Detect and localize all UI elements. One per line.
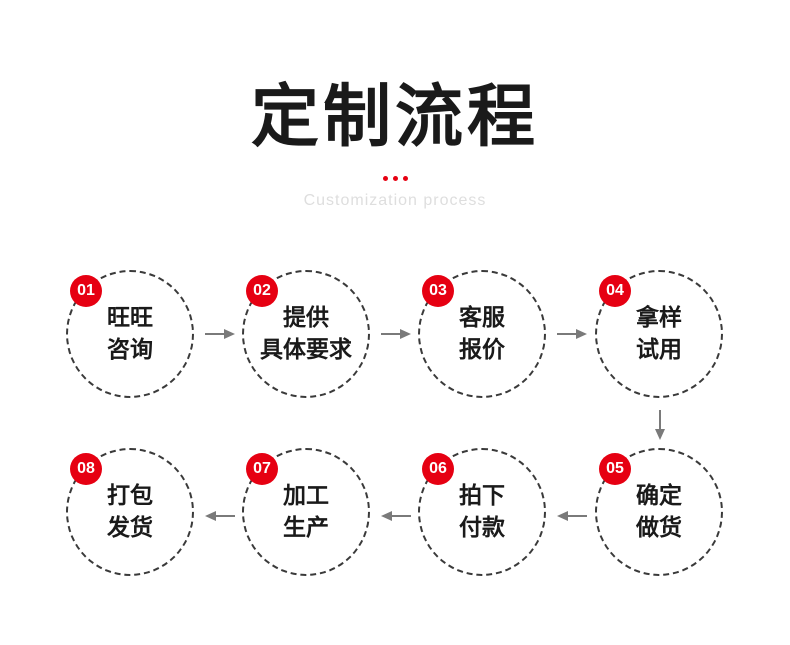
- step-label: 拿样 试用: [595, 270, 723, 398]
- step-04: 拿样 试用 04: [595, 270, 723, 398]
- divider-dot: [383, 176, 388, 181]
- step-02: 提供 具体要求 02: [242, 270, 370, 398]
- arrow-left-icon: [557, 511, 587, 521]
- step-01: 旺旺 咨询 01: [66, 270, 194, 398]
- step-number-badge: 08: [70, 453, 102, 485]
- step-06: 拍下 付款 06: [418, 448, 546, 576]
- step-circle: [418, 448, 546, 576]
- step-label: 打包 发货: [66, 448, 194, 576]
- step-label-line1: 拍下: [459, 483, 505, 509]
- step-number-badge: 05: [599, 453, 631, 485]
- step-label-line1: 确定: [636, 483, 682, 509]
- step-label-line1: 打包: [107, 483, 153, 509]
- page-subtitle: Customization process: [303, 192, 487, 209]
- step-05: 确定 做货 05: [595, 448, 723, 576]
- step-label: 旺旺 咨询: [66, 270, 194, 398]
- step-label-line2: 做货: [636, 515, 682, 541]
- divider-dot: [403, 176, 408, 181]
- step-number-badge: 02: [246, 275, 278, 307]
- divider-dot: [393, 176, 398, 181]
- step-number-badge: 01: [70, 275, 102, 307]
- step-label-line1: 拿样: [636, 305, 682, 331]
- step-circle: [595, 448, 723, 576]
- step-label-line2: 报价: [459, 337, 505, 363]
- arrow-left-icon: [381, 511, 411, 521]
- arrow-left-icon: [205, 511, 235, 521]
- step-label-line2: 具体要求: [260, 337, 352, 363]
- step-number-badge: 04: [599, 275, 631, 307]
- step-label-line2: 咨询: [107, 337, 153, 363]
- step-circle: [66, 270, 194, 398]
- step-08: 打包 发货 08: [66, 448, 194, 576]
- step-label: 加工 生产: [242, 448, 370, 576]
- step-label-line1: 提供: [283, 305, 329, 331]
- step-number-badge: 06: [422, 453, 454, 485]
- step-label-line2: 付款: [459, 515, 505, 541]
- step-label-line2: 生产: [283, 515, 329, 541]
- step-label-line2: 试用: [636, 337, 682, 363]
- step-label-line1: 客服: [459, 305, 505, 331]
- page-title: 定制流程: [250, 78, 539, 157]
- step-circle: [242, 270, 370, 398]
- step-label-line2: 发货: [107, 515, 153, 541]
- step-label: 提供 具体要求: [242, 270, 370, 398]
- title-divider-dots: [383, 176, 409, 182]
- step-label-line1: 加工: [283, 483, 329, 509]
- arrow-right-icon: [381, 329, 411, 339]
- arrow-down-icon: [655, 410, 665, 440]
- step-label: 拍下 付款: [418, 448, 546, 576]
- step-label: 确定 做货: [595, 448, 723, 576]
- step-number-badge: 07: [246, 453, 278, 485]
- step-circle: [66, 448, 194, 576]
- step-circle: [242, 448, 370, 576]
- step-07: 加工 生产 07: [242, 448, 370, 576]
- step-circle: [418, 270, 546, 398]
- step-label-line1: 旺旺: [107, 305, 153, 331]
- step-03: 客服 报价 03: [418, 270, 546, 398]
- arrow-right-icon: [557, 329, 587, 339]
- arrow-right-icon: [205, 329, 235, 339]
- step-circle: [595, 270, 723, 398]
- step-label: 客服 报价: [418, 270, 546, 398]
- step-number-badge: 03: [422, 275, 454, 307]
